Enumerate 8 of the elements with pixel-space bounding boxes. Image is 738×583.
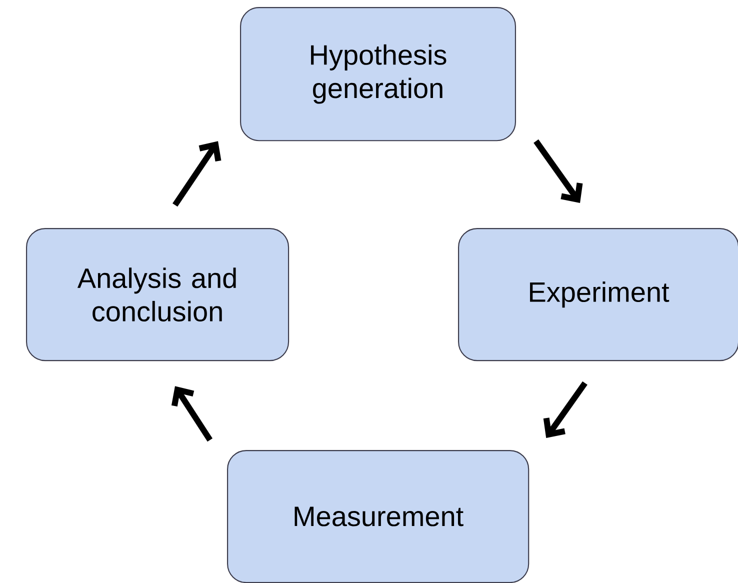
arrow xyxy=(172,141,222,207)
process-box: Measurement xyxy=(227,450,530,583)
arrow xyxy=(171,386,213,442)
process-box: Hypothesis generation xyxy=(240,7,516,142)
process-box: Experiment xyxy=(458,228,738,362)
process-box: Analysis and conclusion xyxy=(26,228,290,362)
arrow xyxy=(534,139,583,203)
arrow xyxy=(543,381,588,438)
